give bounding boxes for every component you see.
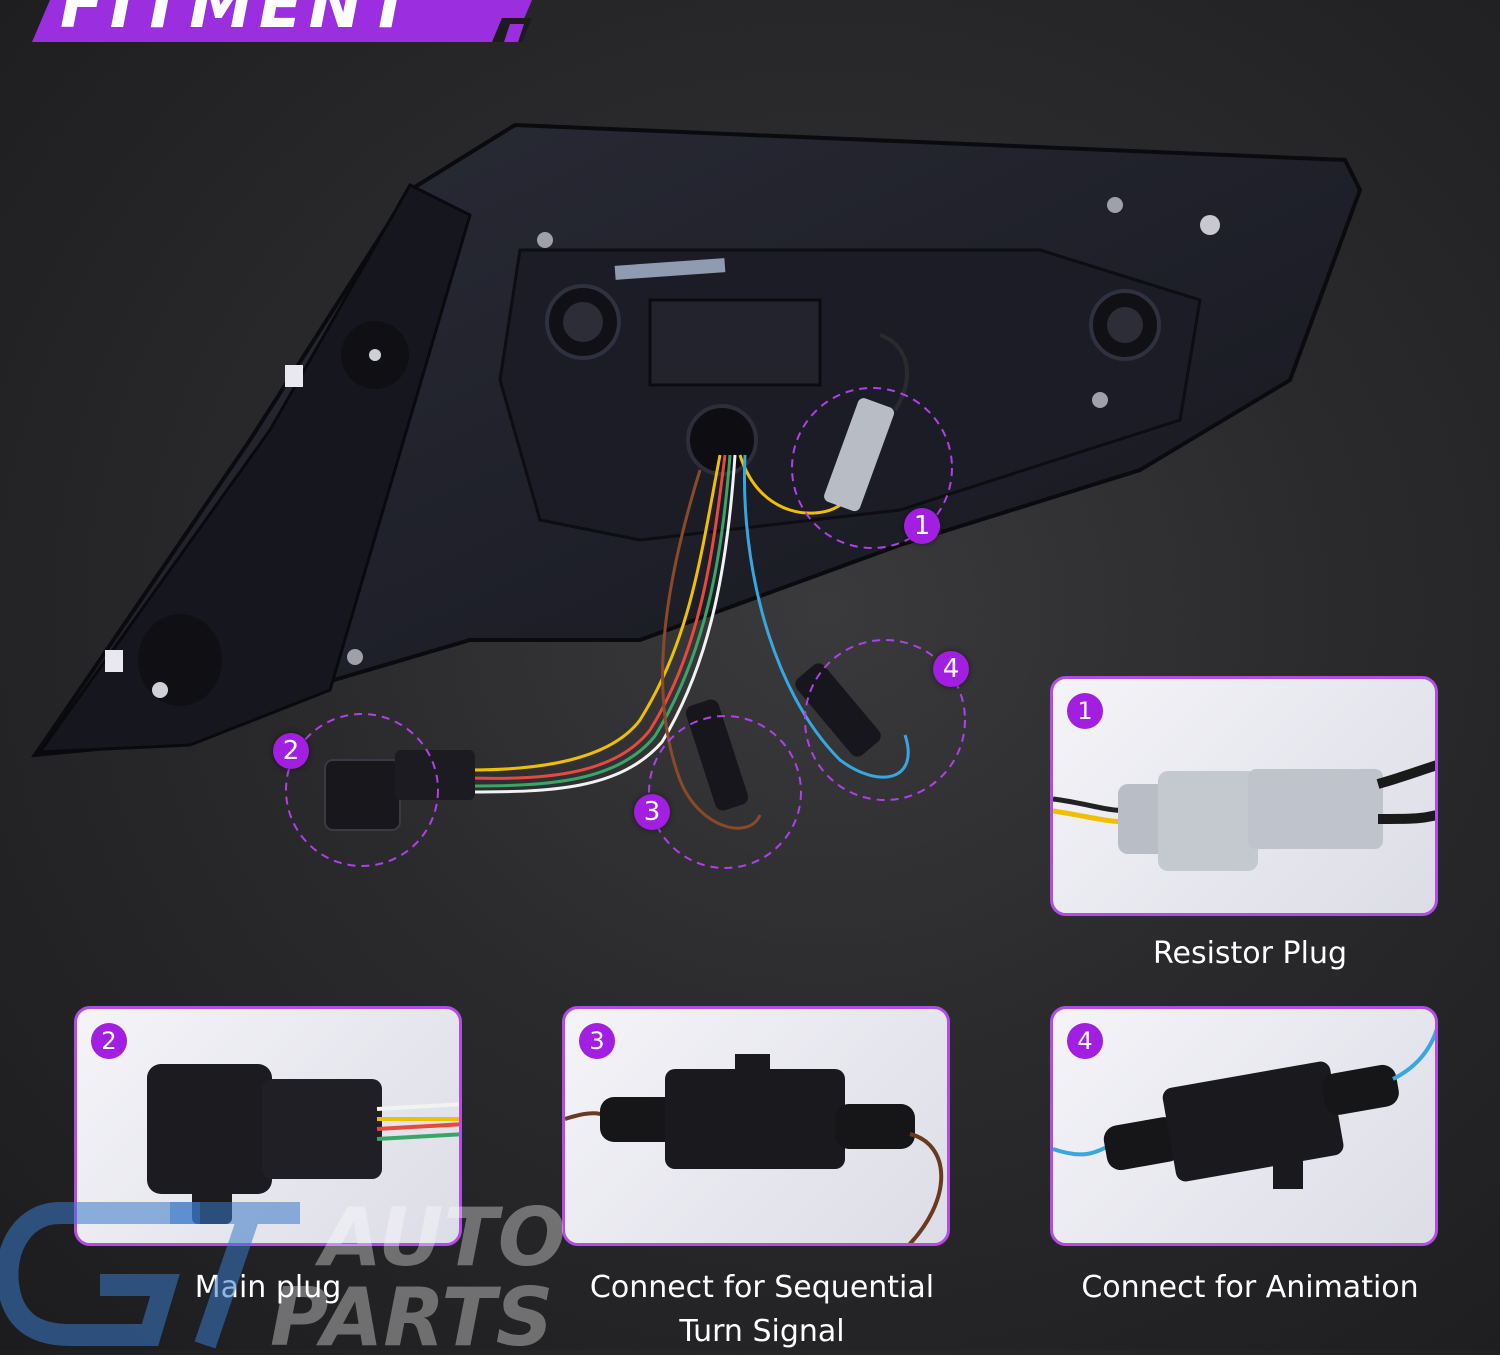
callout-3-badge: 3 <box>634 794 670 830</box>
card-1-number: 1 <box>1067 693 1103 729</box>
card-4-number: 4 <box>1067 1023 1103 1059</box>
card-animation: 4 <box>1050 1006 1438 1246</box>
card-3-number: 3 <box>579 1023 615 1059</box>
sequential-connector-photo <box>565 1054 944 1243</box>
card-resistor-plug: 1 <box>1050 676 1438 916</box>
resistor-plug-photo <box>1053 760 1435 871</box>
card-3-caption: Connect for Sequential Turn Signal <box>562 1266 962 1354</box>
logo-text-auto: AUTO <box>314 1195 566 1284</box>
tail-light-illustration <box>30 122 1363 869</box>
card-1-caption: Resistor Plug <box>1152 936 1348 971</box>
animation-connector-photo <box>1053 1028 1435 1189</box>
gt-auto-parts-logo: AUTO PARTS <box>0 1195 566 1355</box>
card-2-number: 2 <box>91 1023 127 1059</box>
page-title: FITMENT <box>60 0 418 43</box>
callout-4-badge: 4 <box>933 651 969 687</box>
card-4-caption: Connect for Animation <box>1081 1270 1419 1305</box>
card-3-caption-line-1: Connect for Sequential <box>589 1270 935 1305</box>
callout-1-badge: 1 <box>904 508 940 544</box>
card-sequential: 3 <box>562 1006 950 1246</box>
card-3-caption-line-2: Turn Signal <box>679 1314 845 1349</box>
header-banner <box>32 0 532 42</box>
callout-2-badge: 2 <box>273 733 309 769</box>
logo-text-parts: PARTS <box>270 1271 553 1355</box>
banner-stripe <box>32 0 532 42</box>
main-plug-photo <box>147 1064 459 1224</box>
